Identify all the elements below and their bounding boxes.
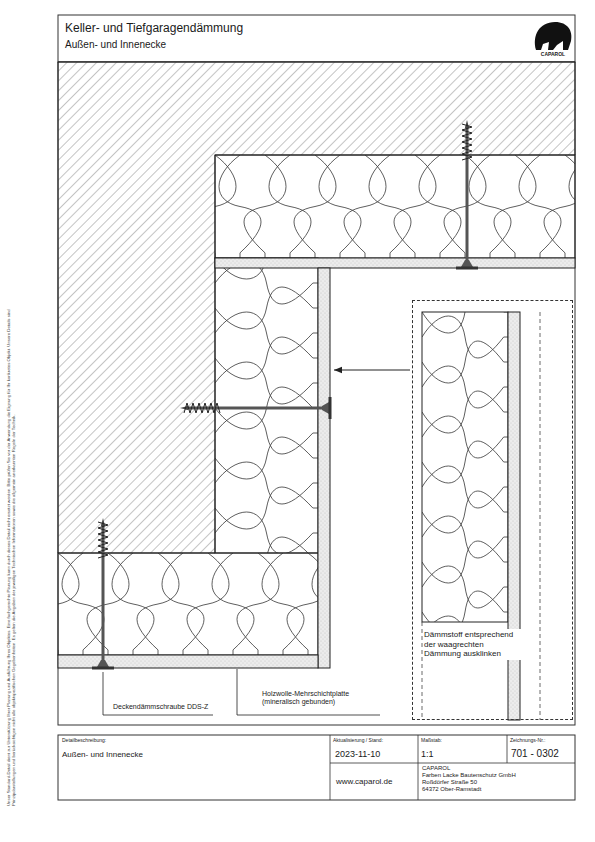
leader-line — [103, 672, 213, 715]
logo-mark — [535, 22, 572, 50]
insulation-lower — [58, 553, 318, 655]
header-frame — [58, 15, 575, 62]
logo-text: CAPAROL — [531, 51, 575, 57]
title-block — [58, 735, 575, 800]
table-cell: Farben Lacke Bautenschutz GmbH — [422, 772, 516, 779]
page-title: Keller- und Tiefgaragendämmung — [65, 21, 243, 35]
detail-arrow — [334, 370, 410, 371]
screw — [92, 518, 114, 668]
table-cell: CAPAROL — [422, 765, 450, 772]
insulation-wall — [215, 258, 318, 553]
insulation-detail — [422, 312, 508, 622]
insulation-ceiling — [215, 155, 575, 258]
table-cell: 701 - 0302 — [511, 748, 559, 760]
table-cell: 2023-11-10 — [335, 749, 380, 760]
table-rule — [330, 735, 331, 800]
part-label: Deckendämmschraube DDS-Z — [113, 703, 208, 711]
table-rule — [330, 763, 575, 764]
table-cell: www.caparol.de — [336, 777, 392, 787]
table-cell: 1:1 — [421, 749, 434, 760]
table-cell: Roßdörfer Straße 50 — [422, 779, 477, 786]
table-cell: Außen- und Innenecke — [62, 750, 143, 760]
detail-box: Dämmstoff entsprechend der waagrechten D… — [412, 300, 573, 720]
table-rule — [507, 735, 508, 763]
wood-wool-board — [215, 258, 575, 268]
screws — [92, 120, 478, 668]
table-cell: 64372 Ober-Ramstadt — [422, 786, 481, 793]
table-rule — [418, 735, 419, 800]
part-label: Holzwolle-Mehrschichtplatte (mineralisch… — [262, 690, 380, 707]
table-cell: Detailbeschreibung: — [62, 737, 106, 743]
page-subtitle: Außen- und Innenecke — [65, 39, 166, 51]
wood-wool-board — [58, 655, 318, 668]
table-cell: Aktualisierung / Stand: — [333, 737, 383, 743]
table-cell: Maßstab: — [421, 737, 442, 743]
note-text: Dämmstoff entsprechend der waagrechten D… — [423, 629, 521, 660]
screw — [180, 397, 330, 419]
wood-wool-board — [318, 268, 330, 668]
table-cell: Zeichnungs-Nr.: — [510, 737, 545, 743]
screw — [456, 120, 478, 268]
cut-line — [540, 312, 541, 720]
leader-line — [237, 669, 380, 715]
drawing-frame — [58, 62, 575, 725]
disclaimer: Unser Standard-Detail dient zur Unterstü… — [6, 306, 17, 806]
